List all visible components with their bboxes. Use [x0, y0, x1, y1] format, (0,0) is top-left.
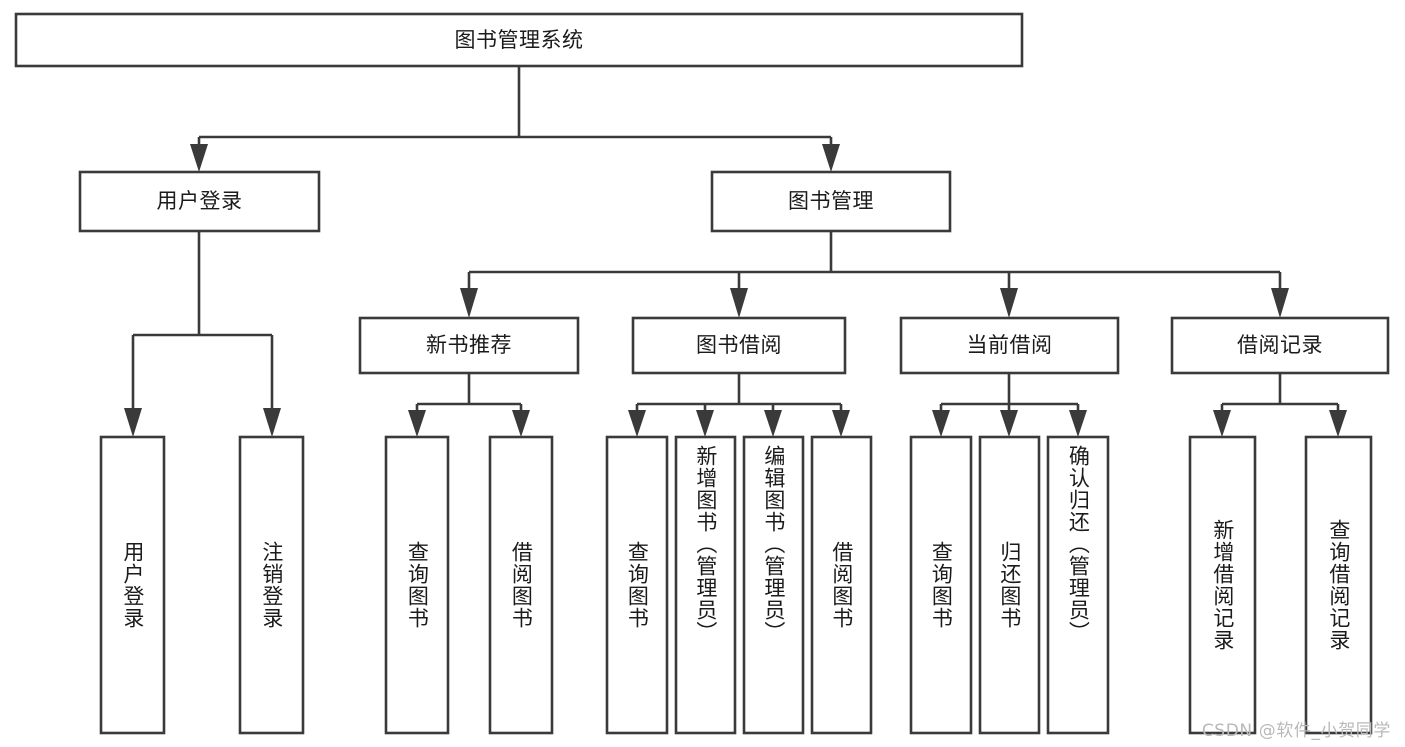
node-box-leaf-edit-book[interactable] [742, 435, 805, 735]
node-box-leaf-query-book-3[interactable] [909, 435, 973, 735]
arrow-head-borrow-record [1271, 288, 1289, 318]
connector-group-borrow-record [1213, 373, 1347, 437]
connector-group-user-login [124, 231, 281, 437]
arrow-head-leaf-query-book-1 [408, 410, 426, 437]
arrow-head-leaf-query-book-3 [932, 410, 950, 437]
node-box-leaf-logout-login[interactable] [238, 435, 305, 735]
connector-group-book-management [460, 231, 1289, 318]
arrow-head-leaf-user-login [124, 408, 142, 437]
arrow-head-leaf-query-book-2 [628, 410, 646, 437]
node-box-leaf-query-book-1[interactable] [384, 435, 450, 735]
arrow-head-new-book-recommend [460, 288, 478, 318]
node-box-leaf-borrow-book-1[interactable] [488, 435, 554, 735]
arrow-head-leaf-add-record [1213, 410, 1231, 437]
node-box-leaf-borrow-book-2[interactable] [810, 435, 873, 735]
node-box-leaf-confirm-return[interactable] [1046, 435, 1110, 735]
connector-group-current-borrow [932, 373, 1087, 437]
arrow-head-leaf-logout-login [263, 408, 281, 437]
node-box-borrow-record[interactable] [1170, 316, 1390, 375]
connector-group-new-book-recommend [408, 373, 530, 437]
node-box-root[interactable] [14, 12, 1024, 68]
node-box-user-login[interactable] [78, 170, 321, 233]
connector-group-book-borrow [628, 373, 850, 437]
arrow-head-leaf-return-book [1000, 410, 1018, 437]
node-box-leaf-user-login[interactable] [99, 435, 166, 735]
node-box-book-management[interactable] [710, 170, 952, 233]
arrow-head-leaf-borrow-book-1 [512, 410, 530, 437]
node-box-leaf-add-book[interactable] [674, 435, 737, 735]
arrow-head-leaf-query-record [1329, 410, 1347, 437]
arrow-head-leaf-edit-book [764, 410, 782, 437]
arrow-head-leaf-borrow-book-2 [832, 410, 850, 437]
arrow-head-current-borrow [1000, 288, 1018, 318]
node-box-leaf-add-record[interactable] [1188, 435, 1257, 735]
arrow-head-leaf-add-book [696, 410, 714, 437]
node-box-current-borrow[interactable] [899, 316, 1120, 375]
arrow-head-user-login [190, 144, 208, 172]
connector-group-root [190, 66, 840, 172]
arrow-head-book-management [822, 144, 840, 172]
arrow-head-book-borrow [730, 288, 748, 318]
node-box-leaf-query-book-2[interactable] [605, 435, 669, 735]
node-box-book-borrow[interactable] [631, 316, 847, 375]
node-box-leaf-return-book[interactable] [978, 435, 1041, 735]
arrow-head-leaf-confirm-return [1069, 410, 1087, 437]
node-box-leaf-query-record[interactable] [1304, 435, 1373, 735]
node-box-new-book-recommend[interactable] [358, 316, 580, 375]
